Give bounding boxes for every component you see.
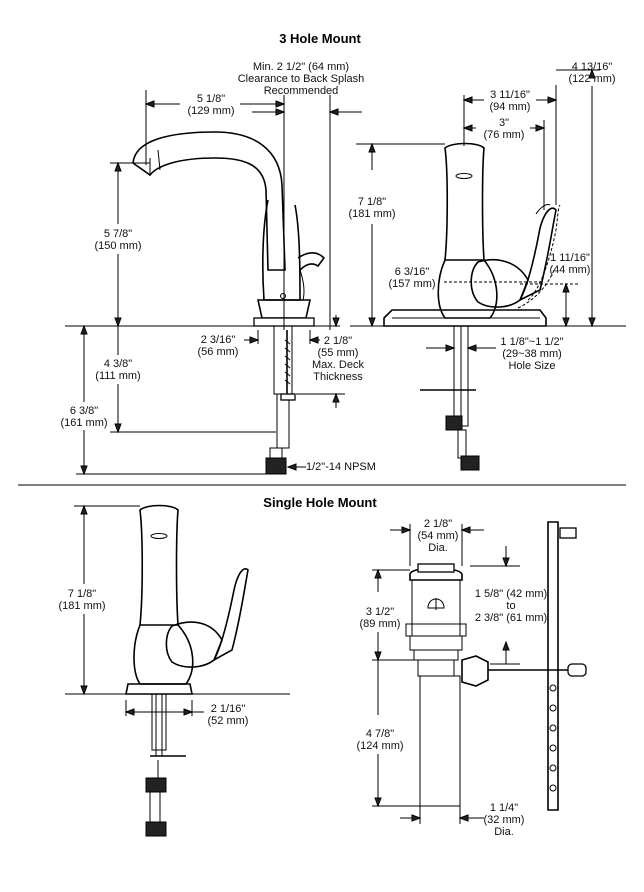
- label-faucet-height: 7 1/8"(181 mm): [348, 196, 396, 220]
- label-drain-flange: 2 1/8"(54 mm)Dia.: [417, 518, 459, 554]
- label-shank-length: 6 3/8"(161 mm): [60, 405, 108, 429]
- label-npsm: 1/2"-14 NPSM: [306, 461, 376, 473]
- label-tailpiece: 1 1/4"(32 mm)Dia.: [483, 802, 525, 838]
- label-handle-reach: 3 11/16"(94 mm): [489, 89, 531, 113]
- label-spout-reach: 5 1/8"(129 mm): [187, 93, 235, 117]
- label-hole-size: 1 1/8"~1 1/2"(29~38 mm)Hole Size: [500, 336, 564, 372]
- label-escutcheon: 6 3/16"(157 mm): [388, 266, 436, 290]
- label-handle-swing: 4 13/16"(122 mm): [568, 61, 616, 85]
- title-three-hole: 3 Hole Mount: [279, 31, 361, 46]
- faucet-single-hole: [125, 504, 249, 837]
- label-spout-height: 5 7/8"(150 mm): [94, 228, 142, 252]
- pop-up-drain: [405, 521, 587, 811]
- label-single-faucet-height: 7 1/8"(181 mm): [58, 588, 106, 612]
- faucet-side-view: [132, 131, 326, 475]
- label-single-base-width: 2 1/16"(52 mm): [207, 703, 249, 727]
- label-body-reach: 3"(76 mm): [483, 117, 525, 141]
- label-below-deck: 4 3/8"(111 mm): [95, 358, 141, 382]
- label-clearance: Min. 2 1/2" (64 mm)Clearance to Back Spl…: [237, 61, 365, 97]
- title-single-hole: Single Hole Mount: [263, 495, 377, 510]
- label-drain-tail: 4 7/8"(124 mm): [356, 728, 404, 752]
- label-handle-height: 1 11/16"(44 mm): [549, 252, 591, 276]
- faucet-front-view: [383, 142, 561, 471]
- label-drain-top: 3 1/2"(89 mm): [359, 606, 401, 630]
- label-base-width: 2 3/16"(56 mm): [197, 334, 239, 358]
